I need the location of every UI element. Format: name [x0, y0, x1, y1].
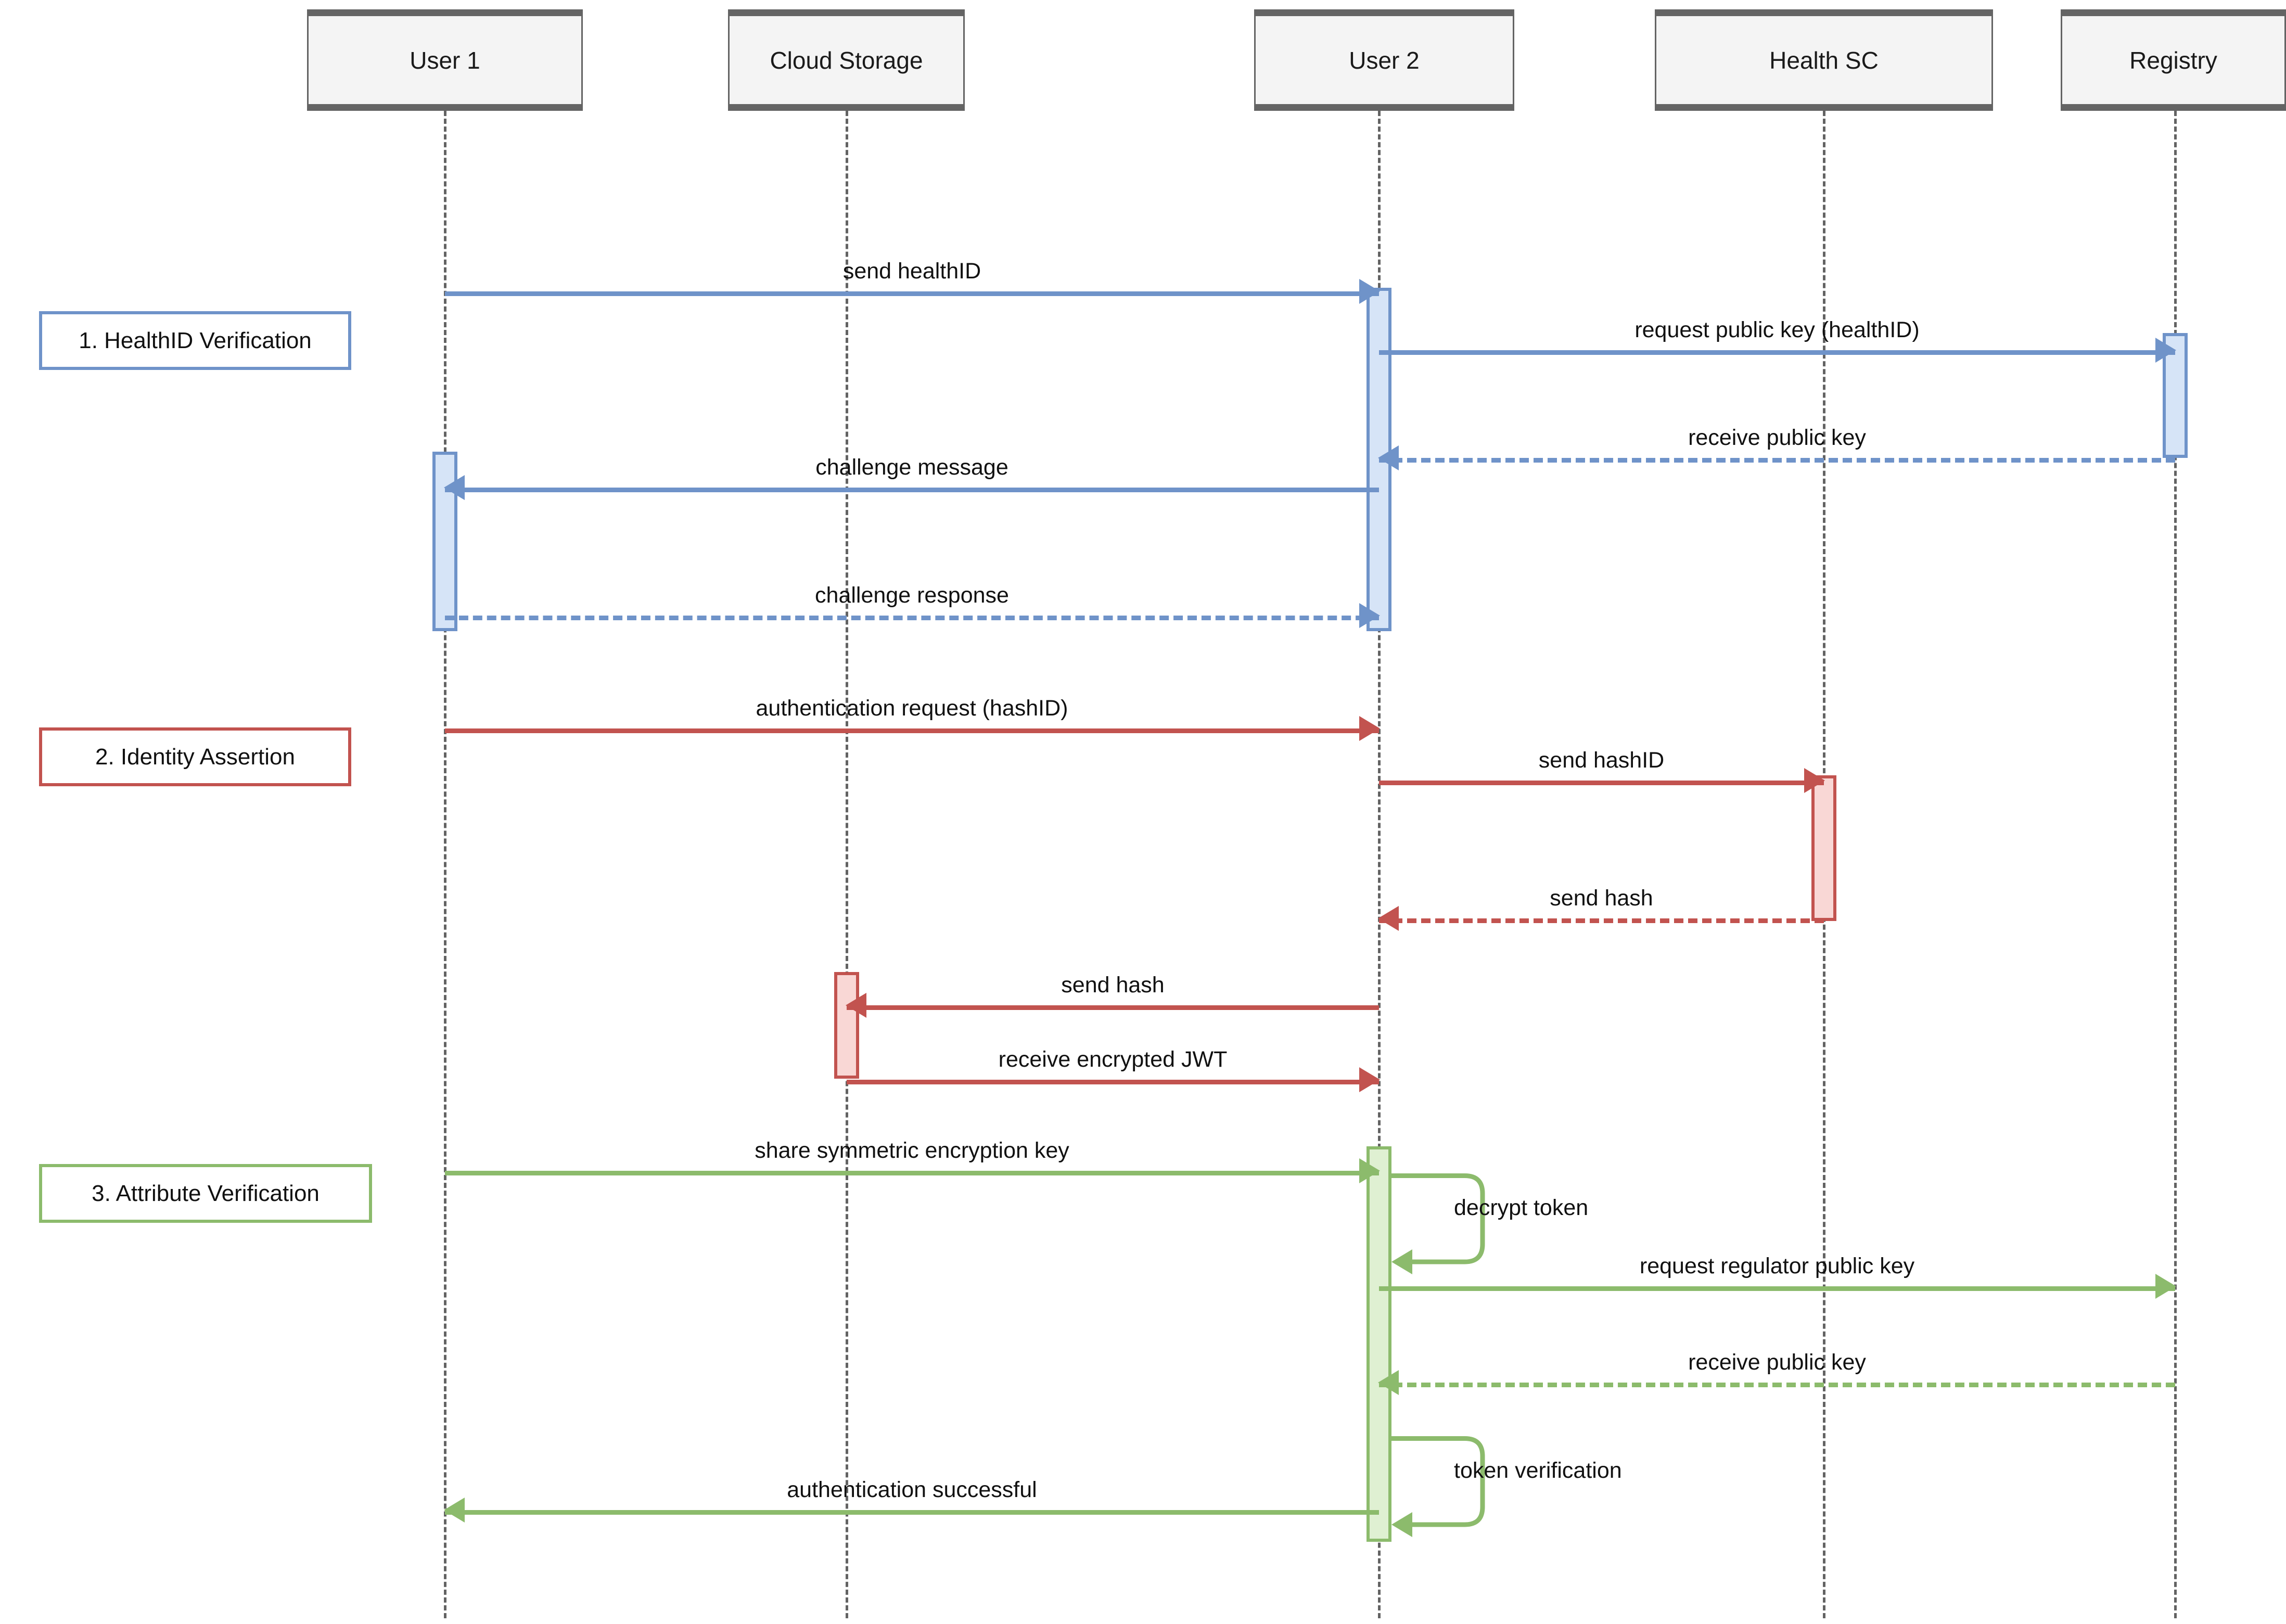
phase-label-phase2[interactable]: 2. Identity Assertion	[39, 727, 351, 786]
message-label: authentication request (hashID)	[756, 696, 1068, 721]
participant-box-top-bar	[2061, 9, 2286, 16]
lifeline-cloud	[846, 111, 848, 1618]
phase-label-text: 3. Attribute Verification	[92, 1180, 320, 1206]
participant-box-top-bar	[728, 9, 965, 16]
participant-label-registry: Registry	[2129, 46, 2217, 74]
arrowhead-icon	[444, 475, 465, 500]
self-message-label: decrypt token	[1454, 1195, 1589, 1220]
arrowhead-icon	[1378, 1370, 1399, 1395]
self-message-loop-icon	[1391, 1173, 1485, 1274]
participant-box-user2[interactable]: User 2	[1254, 9, 1514, 111]
participant-label-healthsc: Health SC	[1769, 46, 1879, 74]
self-message-loop-icon	[1391, 1436, 1485, 1537]
message-arrow-line	[1379, 458, 2175, 463]
arrowhead-icon	[1378, 906, 1399, 931]
arrowhead-icon	[2155, 1274, 2176, 1299]
lifeline-registry	[2174, 111, 2177, 1618]
message-label: receive public key	[1688, 425, 1866, 450]
participant-box-healthsc[interactable]: Health SC	[1655, 9, 1993, 111]
arrowhead-icon	[1359, 1158, 1380, 1183]
participant-box-bottom-bar	[1655, 104, 1993, 111]
message-arrow-line	[1379, 1383, 2175, 1387]
message-arrow-line	[445, 1171, 1379, 1175]
activation-bar-user2	[1367, 1146, 1391, 1542]
arrowhead-icon	[1359, 279, 1380, 304]
message-label: share symmetric encryption key	[755, 1138, 1069, 1163]
participant-box-bottom-bar	[728, 104, 965, 111]
arrowhead-icon	[1359, 716, 1380, 741]
participant-box-bottom-bar	[307, 104, 583, 111]
arrowhead-icon	[1391, 1249, 1412, 1274]
participant-box-top-bar	[1254, 9, 1514, 16]
participant-label-cloud: Cloud Storage	[770, 46, 923, 74]
message-arrow-line	[445, 616, 1379, 620]
message-arrow-line	[847, 1005, 1379, 1010]
phase-label-phase3[interactable]: 3. Attribute Verification	[39, 1164, 372, 1223]
phase-label-text: 2. Identity Assertion	[95, 744, 295, 770]
message-arrow-line	[1379, 350, 2175, 355]
message-arrow-line	[847, 1080, 1379, 1084]
participant-label-user1: User 1	[410, 46, 480, 74]
message-label: challenge response	[815, 583, 1009, 608]
arrowhead-icon	[1804, 768, 1825, 793]
arrowhead-icon	[846, 993, 866, 1018]
arrowhead-icon	[1391, 1512, 1412, 1537]
message-label: authentication successful	[787, 1477, 1037, 1502]
message-arrow-line	[445, 291, 1379, 296]
message-label: send healthID	[842, 259, 981, 284]
message-label: receive public key	[1688, 1350, 1866, 1375]
participant-box-top-bar	[307, 9, 583, 16]
message-label: challenge message	[815, 455, 1008, 480]
phase-label-text: 1. HealthID Verification	[79, 327, 312, 353]
message-label: send hash	[1061, 973, 1165, 998]
message-arrow-line	[445, 1510, 1379, 1515]
message-label: send hash	[1550, 886, 1653, 911]
participant-box-top-bar	[1655, 9, 1993, 16]
participant-box-bottom-bar	[1254, 104, 1514, 111]
message-arrow-line	[1379, 918, 1824, 923]
participant-box-cloud[interactable]: Cloud Storage	[728, 9, 965, 111]
self-message-label: token verification	[1454, 1458, 1622, 1483]
arrowhead-icon	[1359, 603, 1380, 628]
phase-label-phase1[interactable]: 1. HealthID Verification	[39, 311, 351, 370]
message-arrow-line	[1379, 1286, 2175, 1291]
lifeline-user1	[444, 111, 446, 1618]
participant-box-registry[interactable]: Registry	[2061, 9, 2286, 111]
participant-box-bottom-bar	[2061, 104, 2286, 111]
message-arrow-line	[1379, 781, 1824, 785]
message-label: request public key (healthID)	[1634, 317, 1920, 342]
activation-bar-cloud	[834, 972, 859, 1079]
arrowhead-icon	[444, 1498, 465, 1523]
message-label: request regulator public key	[1639, 1254, 1915, 1278]
participant-box-user1[interactable]: User 1	[307, 9, 583, 111]
participant-label-user2: User 2	[1349, 46, 1420, 74]
message-label: send hashID	[1538, 748, 1665, 773]
arrowhead-icon	[2155, 338, 2176, 363]
message-label: receive encrypted JWT	[998, 1047, 1228, 1072]
message-arrow-line	[445, 728, 1379, 733]
self-message-s1[interactable]: decrypt token	[1391, 1173, 1588, 1274]
activation-bar-healthsc	[1811, 775, 1836, 921]
message-arrow-line	[445, 488, 1379, 492]
lifeline-user2	[1378, 111, 1381, 1618]
arrowhead-icon	[1359, 1067, 1380, 1092]
self-message-s2[interactable]: token verification	[1391, 1436, 1622, 1537]
arrowhead-icon	[1378, 445, 1399, 470]
